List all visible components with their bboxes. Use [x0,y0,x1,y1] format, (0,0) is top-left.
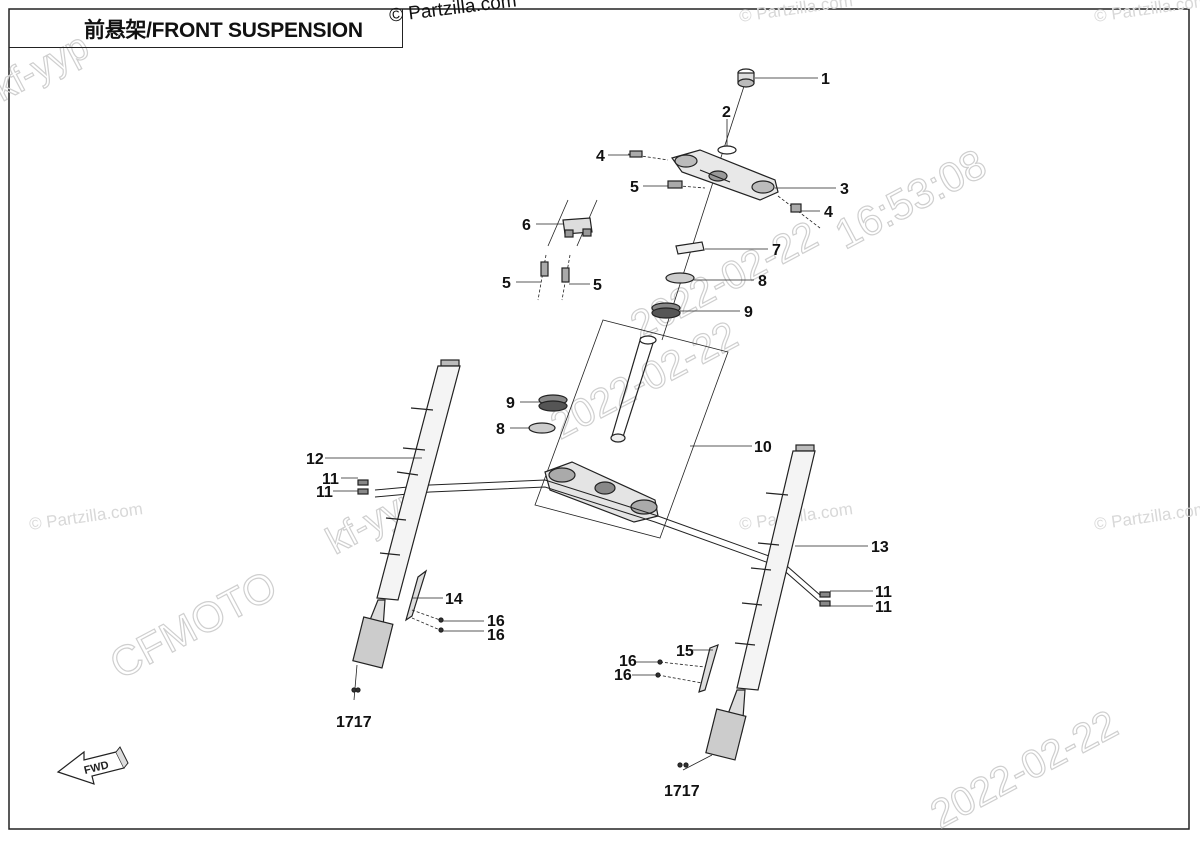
callout-16-right-upper: 16 [619,653,637,670]
part-7-dust-seal [675,241,705,255]
callout-11-right-lower: 11 [875,599,892,616]
part-5-bolt-right [561,254,571,301]
callout-5-right: 5 [593,277,602,294]
callout-4-right: 4 [824,204,833,221]
callout-11-left-upper: 11 [322,471,339,488]
part-6-handlebar-clamp [547,199,598,247]
callout-17-left: 1717 [336,714,372,731]
fwd-label: FWD [83,759,110,777]
part-11-bolts-left [357,479,369,495]
watermark-brand: CFMOTO [102,561,284,688]
callout-4-left: 4 [596,148,605,165]
callout-13: 13 [871,539,889,556]
page-title: 前悬架/FRONT SUSPENSION [84,19,363,42]
callout-7: 7 [772,242,781,259]
callout-3: 3 [840,181,849,198]
watermark-partzilla-right: © Partzilla.com [1093,499,1200,534]
fwd-arrow-icon: FWD [56,746,129,785]
watermark-date-bottom: 2022-02-22 [924,702,1125,837]
callout-16-right-lower: 16 [614,667,632,684]
part-5-bolt-left [537,254,549,301]
callout-16-left-lower: 16 [487,627,505,644]
callout-8-lower: 8 [496,421,505,438]
watermark-partzilla-top: © Partzilla.com [738,0,854,26]
callout-11-right-upper: 11 [875,584,892,601]
stem-axis-line [661,79,747,341]
part-9-bearing-upper [651,302,681,319]
part-14-left-bracket [404,569,444,633]
callout-16-left-upper: 16 [487,613,505,630]
callout-5-upper: 5 [630,179,639,196]
part-8-bearing-race-lower [528,422,556,434]
diagram-border [8,8,1190,830]
part-13-right-fork [677,444,816,771]
watermark-time: 16:53:08 [827,140,993,258]
part-9-bearing-lower [538,394,568,412]
callout-1: 1 [821,71,830,88]
callout-14: 14 [445,591,463,608]
callout-15: 15 [676,643,694,660]
parts-layer [351,68,831,771]
part-1-stem-nut [737,68,755,88]
callout-2: 2 [722,104,731,121]
part-12-left-fork [351,359,461,701]
part-15-right-bracket [655,644,719,693]
callout-12: 12 [306,451,324,468]
watermark-partzilla-left: © Partzilla.com [28,499,144,534]
callout-5-left: 5 [502,275,511,292]
title-box [9,9,403,48]
callout-10: 10 [754,439,772,456]
part-11-bolts-right [819,591,831,607]
callout-9-upper: 9 [744,304,753,321]
callout-11-left-lower: 11 [316,484,333,501]
callout-9-lower: 9 [506,395,515,412]
watermark-partzilla-top-right: © Partzilla.com [1093,0,1200,26]
callout-labels: 1 2 3 4 4 5 5 5 6 7 8 8 9 9 10 11 11 11 … [306,71,892,800]
part-8-bearing-race-upper [665,272,695,284]
part-2-washer [717,145,737,155]
part-5-bolt-upper [667,180,706,189]
part-4-bolt-left [627,150,669,161]
callout-17-right: 1717 [664,783,700,800]
part-3-upper-triple-clamp [671,149,779,201]
callout-6: 6 [522,217,531,234]
callout-8-upper: 8 [758,273,767,290]
part-4-bolt-right [777,195,821,229]
leader-lines [325,77,873,676]
